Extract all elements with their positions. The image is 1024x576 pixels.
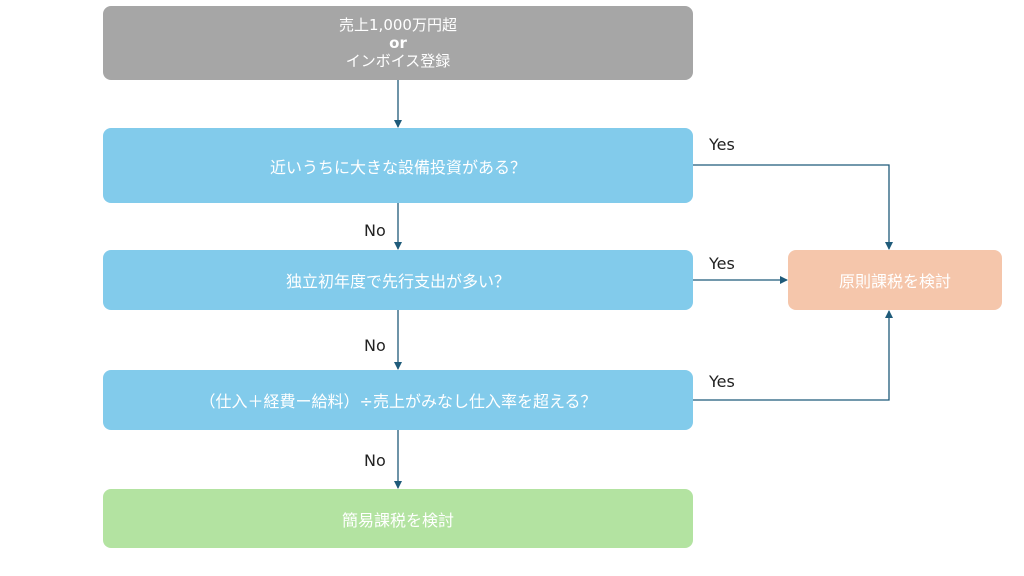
question-node-1: 近いうちに大きな設備投資がある？ xyxy=(103,128,693,203)
arrow-q1-yes-to-principle xyxy=(693,164,893,250)
principle-taxation-node: 原則課税を検討 xyxy=(788,250,1002,310)
q3-yes-label: Yes xyxy=(709,372,735,391)
q2-yes-label: Yes xyxy=(709,254,735,273)
start-line-2: or xyxy=(389,34,407,52)
question-1-text: 近いうちに大きな設備投資がある？ xyxy=(269,157,526,177)
question-node-2: 独立初年度で先行支出が多い？ xyxy=(103,250,693,310)
start-line-1: 売上1,000万円超 xyxy=(339,16,457,34)
simplified-taxation-node: 簡易課税を検討 xyxy=(103,489,693,548)
principle-taxation-text: 原則課税を検討 xyxy=(838,272,951,291)
question-node-3: （仕入＋経費ー給料）÷売上がみなし仕入率を超える？ xyxy=(103,370,693,430)
question-2-text: 独立初年度で先行支出が多い？ xyxy=(285,272,510,291)
start-line-3: インボイス登録 xyxy=(345,52,451,70)
start-node: 売上1,000万円超 or インボイス登録 xyxy=(103,6,693,80)
q1-no-label: No xyxy=(364,221,386,240)
question-3-text: （仕入＋経費ー給料）÷売上がみなし仕入率を超える？ xyxy=(199,392,597,411)
q2-no-label: No xyxy=(364,336,386,355)
arrow-q3-yes-to-principle xyxy=(693,310,893,401)
q3-no-label: No xyxy=(364,451,386,470)
simplified-taxation-text: 簡易課税を検討 xyxy=(341,510,454,530)
q1-yes-label: Yes xyxy=(709,135,735,154)
